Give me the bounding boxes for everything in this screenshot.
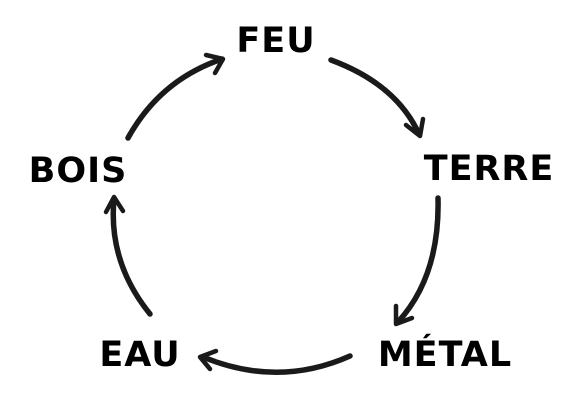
arrow-bois-to-feu	[125, 52, 226, 141]
node-eau: EAU	[99, 335, 180, 375]
node-metal: MÉTAL	[378, 333, 512, 375]
arrow-terre-to-metal	[393, 195, 441, 327]
arrow-metal-to-eau	[197, 348, 353, 375]
node-terre: TERRE	[424, 149, 555, 189]
arrow-feu-to-terre	[328, 57, 426, 139]
node-feu: FEU	[236, 21, 315, 61]
node-bois: BOIS	[29, 151, 128, 191]
arrow-eau-to-bois	[103, 194, 153, 317]
